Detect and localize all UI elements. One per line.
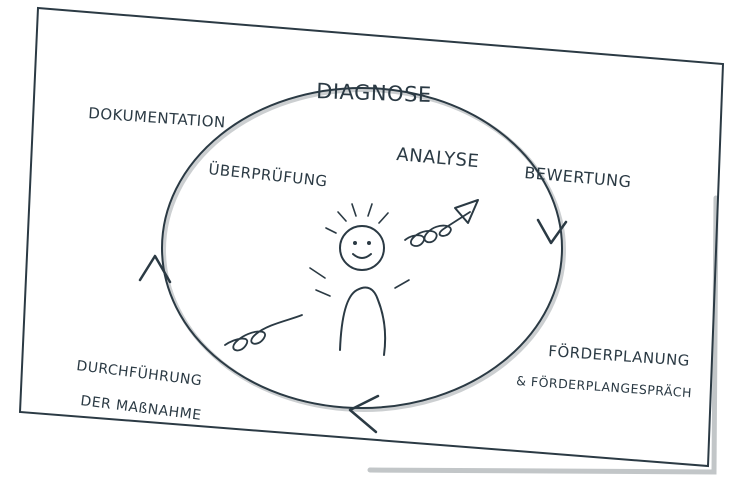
arrowhead-left [138, 254, 172, 284]
label-ueberpruefung: ÜBERPRÜFUNG [208, 159, 329, 190]
arrowhead-right [536, 218, 568, 245]
label-dokumentation: DOKUMENTATION [88, 104, 227, 132]
label-massnahme: DER MAßNAHME [80, 393, 203, 424]
cycle-ellipse [161, 87, 566, 412]
label-diagnose: DIAGNOSE [316, 79, 432, 107]
squiggle-arrow-up-right [404, 199, 479, 247]
person-figure [309, 203, 410, 356]
label-durchfuehrung: DURCHFÜHRUNG [76, 356, 204, 389]
squiggle-loops-lower-left [224, 314, 303, 352]
label-foerderplanung: FÖRDERPLANUNG [548, 341, 691, 370]
arrowhead-bottom [348, 394, 380, 434]
label-foerderplangespraech: & FÖRDERPLANGESPRÄCH [516, 372, 693, 400]
label-analyse: ANALYSE [396, 144, 481, 172]
label-bewertung: BEWERTUNG [524, 163, 633, 191]
paper-frame [18, 6, 725, 475]
